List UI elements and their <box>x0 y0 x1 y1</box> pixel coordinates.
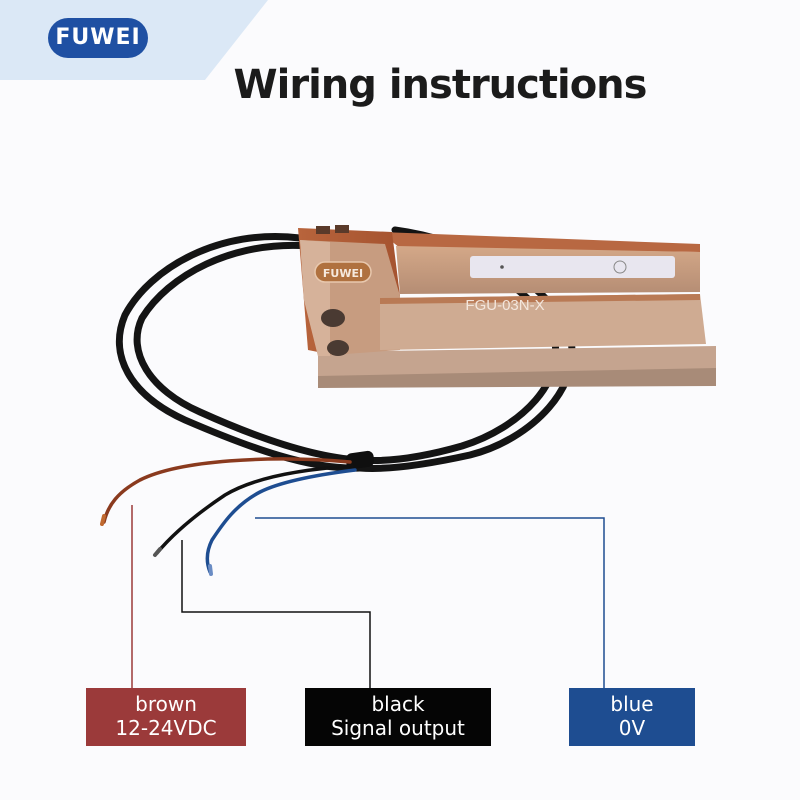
blue-wire-color-name: blue <box>610 692 654 716</box>
brown-wire-function: 12-24VDC <box>115 716 217 740</box>
blue-wire <box>205 468 357 574</box>
black-wire-color-name: black <box>371 692 425 716</box>
sensor-label-window <box>470 256 675 278</box>
brown-wire-color-name: brown <box>135 692 197 716</box>
brown-wire <box>102 457 352 524</box>
black-wire-function: Signal output <box>331 716 465 740</box>
blue-wire-label: blue 0V <box>569 688 695 746</box>
blue-wire-function: 0V <box>618 716 646 740</box>
black-wire-tip <box>153 547 162 557</box>
brand-logo: FUWEI <box>48 18 148 58</box>
blue-wire-tip <box>208 564 213 576</box>
sensor-brand-badge <box>314 261 372 283</box>
brown-wire-tip <box>100 514 106 526</box>
black-callout-line <box>181 540 371 688</box>
sensor-model-text: FGU-03N-X <box>465 297 544 314</box>
sensor-body: FUWEI FGU-03N-X <box>298 225 716 388</box>
black-wire <box>155 464 354 555</box>
black-wire-label: black Signal output <box>305 688 491 746</box>
page-title: Wiring instructions <box>233 62 648 108</box>
sensor-brand-text: FUWEI <box>323 267 363 280</box>
brown-wire-label: brown 12-24VDC <box>86 688 246 746</box>
blue-callout-line <box>255 517 605 688</box>
